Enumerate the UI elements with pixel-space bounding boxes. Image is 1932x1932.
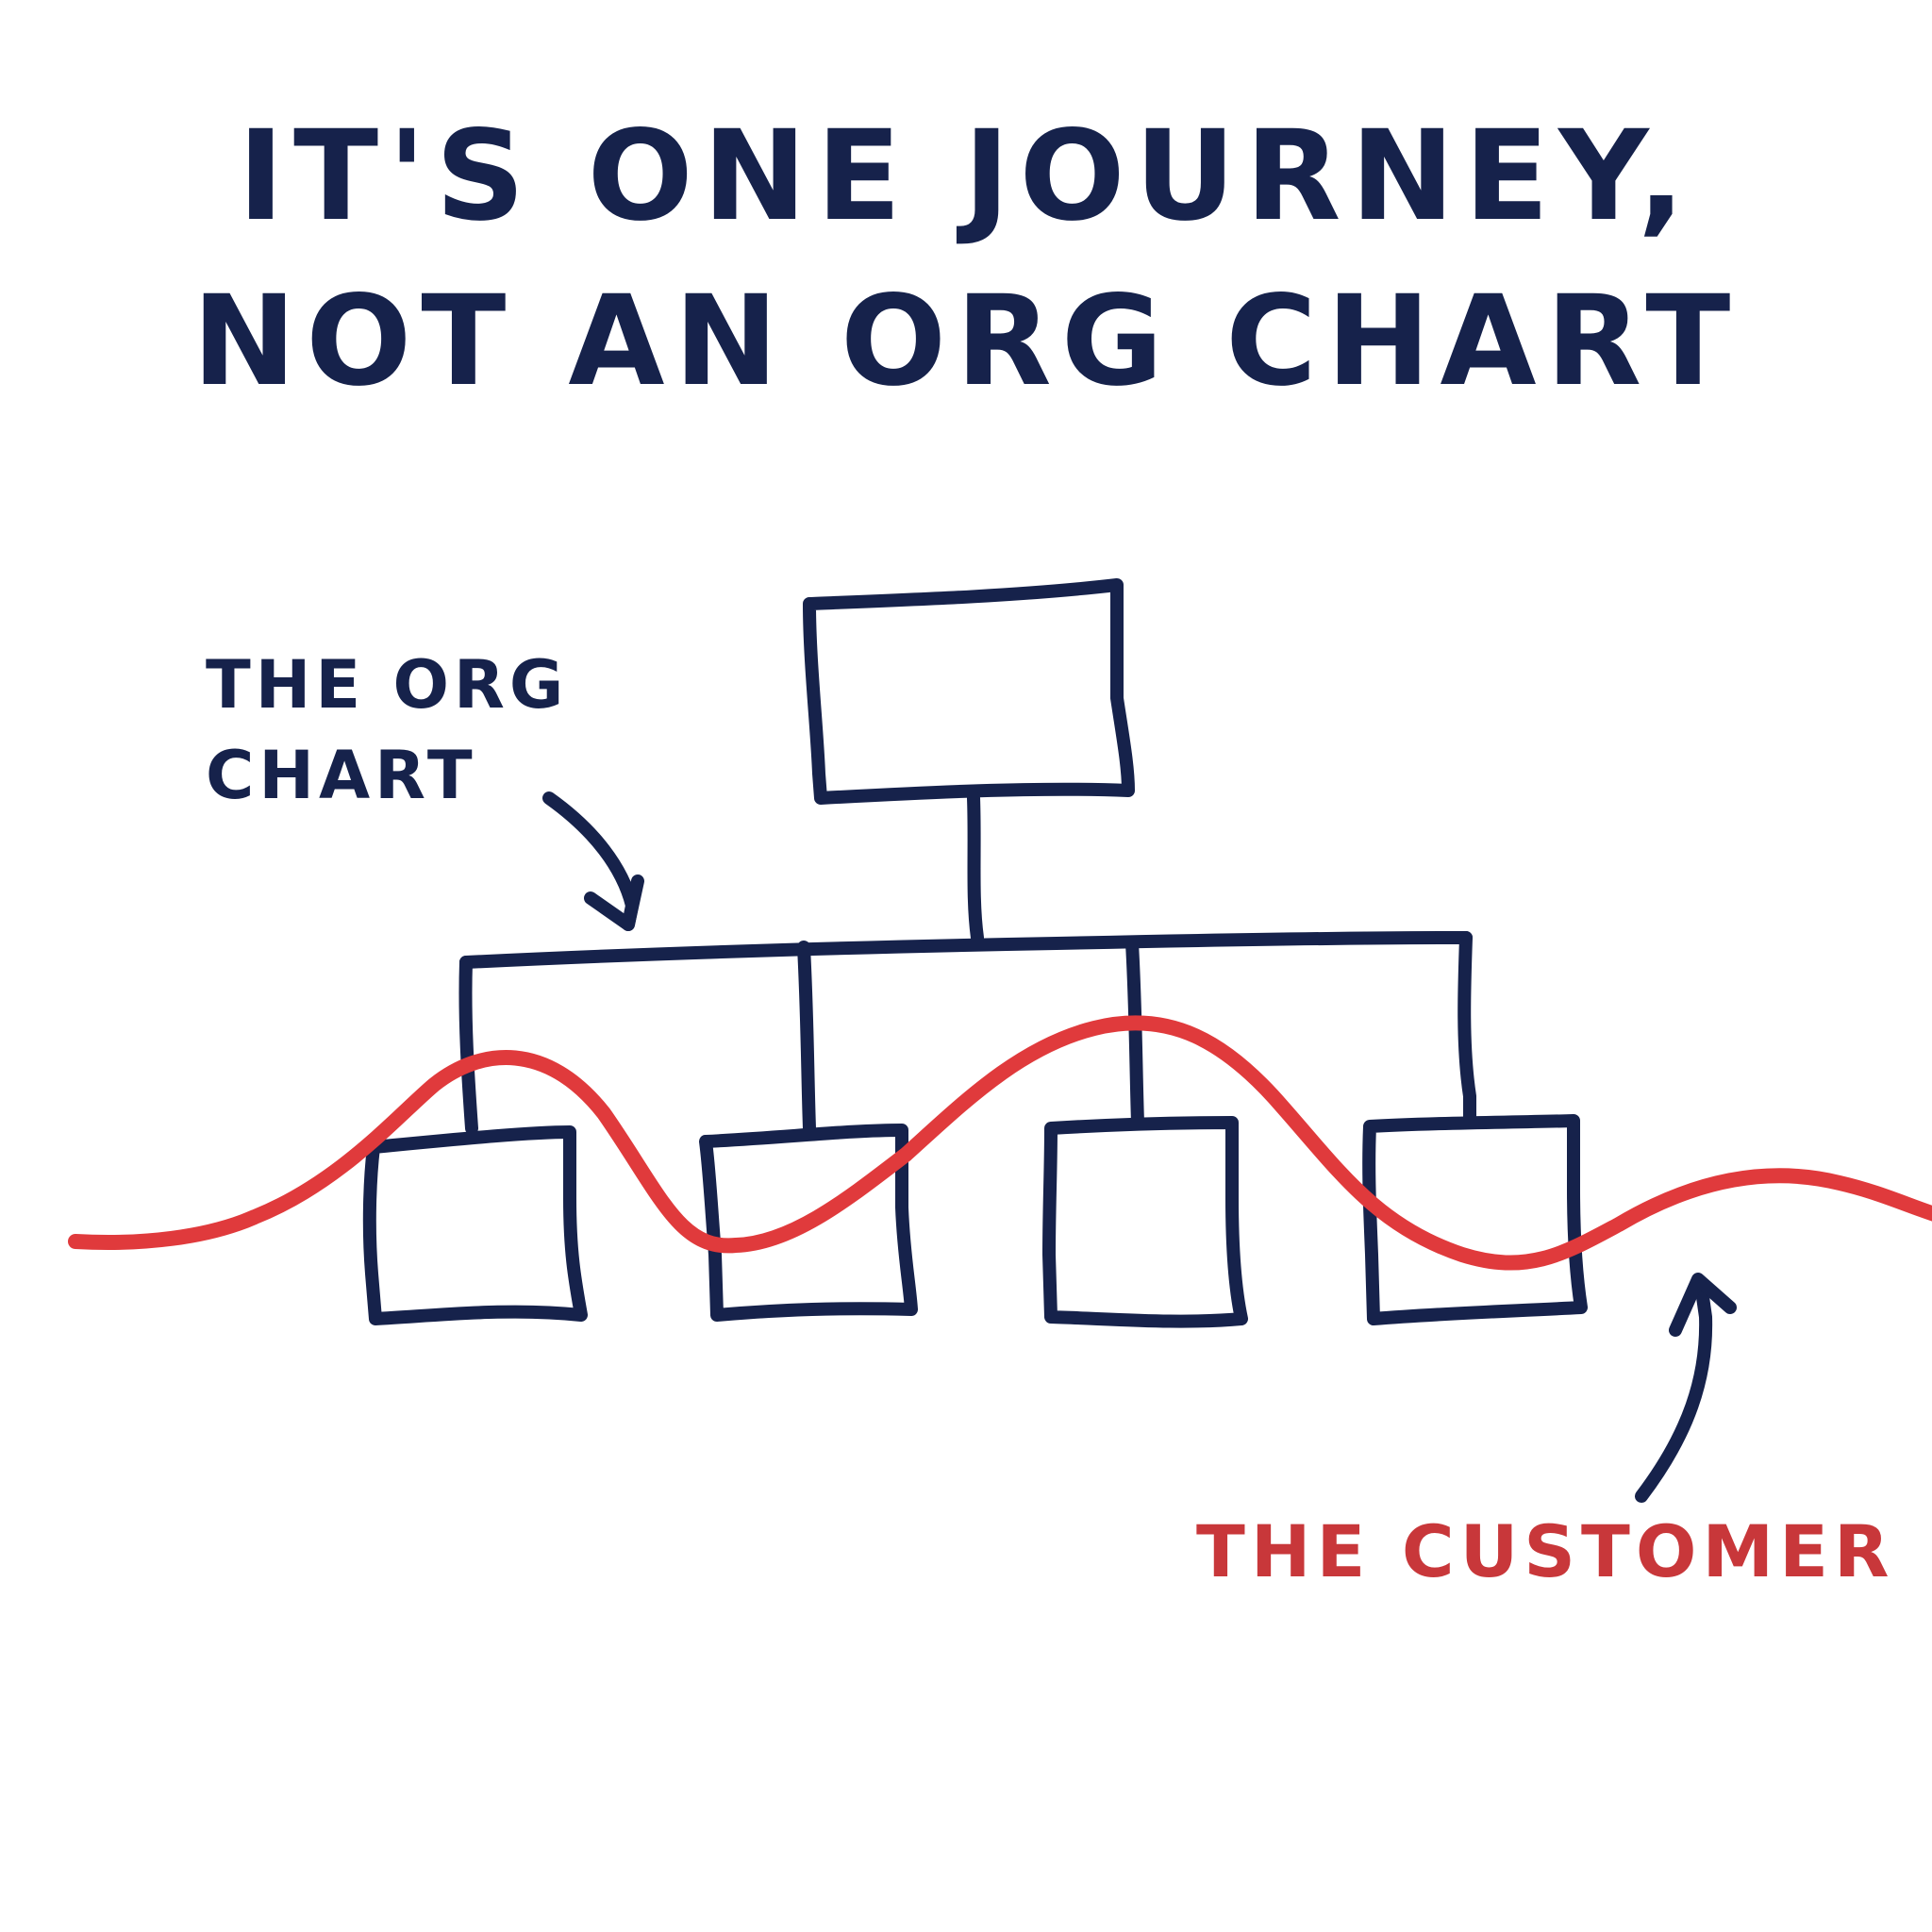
child-box-3 bbox=[1042, 1116, 1248, 1328]
branch-line bbox=[459, 931, 1473, 969]
customer-label: THE CUSTOMER bbox=[1196, 1509, 1895, 1593]
title-line-1: IT'S ONE JOURNEY, bbox=[237, 104, 1695, 249]
drop-connector-1 bbox=[458, 956, 478, 1135]
child-box-4 bbox=[1362, 1114, 1588, 1325]
org-chart-label-line-1: THE ORG bbox=[206, 646, 569, 724]
customer-pointer-arrowhead bbox=[1669, 1273, 1737, 1337]
org-chart-label-line-2: CHART bbox=[206, 737, 477, 814]
child-box-2 bbox=[699, 1124, 918, 1322]
drop-connector-4 bbox=[1457, 931, 1476, 1129]
top-box bbox=[803, 578, 1135, 805]
child-box-1 bbox=[362, 1125, 588, 1325]
customer-pointer-arrow bbox=[1635, 1284, 1713, 1503]
trunk-connector bbox=[967, 791, 984, 944]
drop-connector-3 bbox=[1125, 937, 1144, 1129]
title-line-2: NOT AN ORG CHART bbox=[192, 269, 1740, 414]
org-chart-pointer-arrowhead bbox=[584, 874, 644, 931]
org-chart-label: THE ORG CHART bbox=[206, 640, 568, 821]
customer-journey-line bbox=[68, 1015, 1932, 1271]
drop-connector-2 bbox=[797, 941, 816, 1135]
